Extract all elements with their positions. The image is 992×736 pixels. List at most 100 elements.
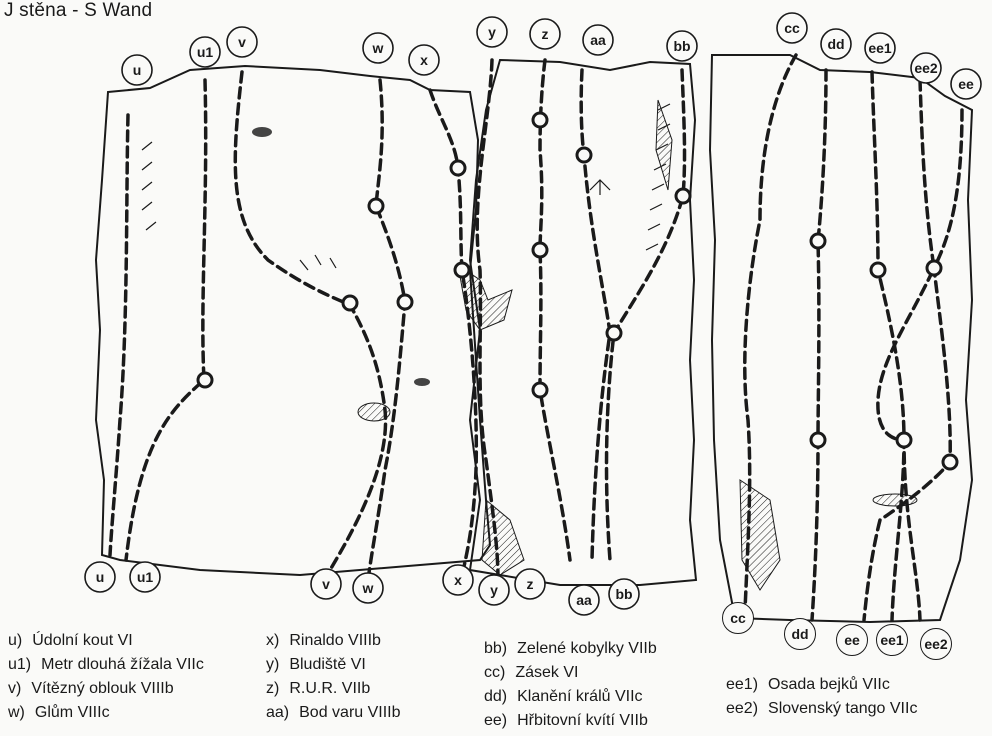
route-bubble-u: u: [122, 55, 152, 85]
legend-route-name: Zelené kobylky VIIb: [517, 640, 657, 658]
route-line-u: [110, 115, 128, 555]
svg-text:u1: u1: [197, 44, 214, 60]
svg-text:z: z: [527, 576, 534, 592]
route-bubble-cc: cc: [777, 13, 807, 43]
route-bubble-ee2: ee2: [911, 53, 941, 83]
anchor-ring: [533, 383, 547, 397]
route-line-ee2: [878, 80, 934, 620]
legend-route-name: Bod varu VIIIb: [299, 704, 400, 722]
legend-item-cc: cc)Zásek VI: [484, 664, 578, 682]
svg-text:y: y: [488, 24, 496, 40]
legend-route-name: Osada bejků VIIc: [768, 676, 890, 694]
legend-route-name: R.U.R. VIIb: [289, 680, 370, 698]
legend-code: cc): [484, 664, 505, 682]
svg-text:u: u: [96, 569, 105, 585]
route-bubble-ee1: ee1: [876, 624, 908, 656]
svg-text:ee1: ee1: [868, 40, 892, 56]
legend-item-y: y) Bludiště VI: [266, 656, 366, 674]
route-bubble-v: v: [227, 27, 257, 57]
legend-code: v): [8, 680, 21, 698]
anchor-ring: [811, 234, 825, 248]
route-bubble-u: u: [85, 562, 115, 592]
legend-code: u1): [8, 656, 31, 674]
anchor-ring: [927, 261, 941, 275]
route-bubble-aa: aa: [583, 25, 613, 55]
route-line-bb: [607, 70, 685, 560]
legend-code: u): [8, 632, 22, 650]
legend-route-name: Údolní kout VI: [32, 632, 133, 650]
legend-item-bb: bb) Zelené kobylky VIIb: [484, 640, 657, 658]
route-bubble-cc: cc: [722, 602, 754, 634]
legend-item-ee1: ee1)Osada bejků VIIc: [726, 676, 890, 694]
svg-text:x: x: [420, 52, 428, 68]
legend-item-ee2: ee2) Slovenský tango VIIc: [726, 700, 917, 718]
anchor-ring: [369, 199, 383, 213]
svg-text:dd: dd: [827, 36, 844, 52]
svg-text:w: w: [372, 40, 384, 56]
vegetation-marks: [142, 104, 670, 270]
svg-text:u1: u1: [137, 569, 154, 585]
legend-code: ee): [484, 712, 507, 730]
legend-item-z: z) R.U.R. VIIb: [266, 680, 370, 698]
anchor-ring: [897, 433, 911, 447]
svg-text:aa: aa: [590, 32, 606, 48]
legend-route-name: Rinaldo VIIIb: [289, 632, 381, 650]
anchor-rings: [198, 113, 957, 469]
anchor-ring: [871, 263, 885, 277]
legend-route-name: Glům VIIIc: [35, 704, 110, 722]
anchor-ring: [533, 243, 547, 257]
legend-item-u1: u1) Metr dlouhá žížala VIIc: [8, 656, 204, 674]
route-bubble-u1: u1: [130, 562, 160, 592]
svg-text:ee2: ee2: [914, 60, 938, 76]
legend-route-name: Klanění králů VIIc: [517, 688, 642, 706]
route-bubble-y: y: [477, 17, 507, 47]
legend-route-name: Bludiště VI: [289, 656, 365, 674]
legend-code: bb): [484, 640, 507, 658]
route-line-v: [235, 72, 385, 570]
svg-text:aa: aa: [576, 592, 592, 608]
legend-item-ee: ee)Hřbitovní kvítí VIIb: [484, 712, 648, 730]
anchor-ring: [198, 373, 212, 387]
anchor-ring: [607, 326, 621, 340]
anchor-ring: [811, 433, 825, 447]
anchor-ring: [455, 263, 469, 277]
svg-text:bb: bb: [615, 586, 632, 602]
route-line-dd: [812, 70, 826, 620]
svg-text:cc: cc: [784, 20, 800, 36]
legend-code: w): [8, 704, 25, 722]
legend-route-name: Vítězný oblouk VIIIb: [31, 680, 173, 698]
legend-route-name: Metr dlouhá žížala VIIc: [41, 656, 204, 674]
anchor-ring: [533, 113, 547, 127]
anchor-ring: [676, 189, 690, 203]
legend-code: ee2): [726, 700, 758, 718]
rock-block-left: [96, 66, 490, 575]
route-line-ee: [864, 110, 962, 620]
route-bubble-ee2: ee2: [920, 628, 952, 660]
legend-route-name: Slovenský tango VIIc: [768, 700, 917, 718]
legend-item-w: w) Glům VIIIc: [8, 704, 110, 722]
legend-item-u: u) Údolní kout VI: [8, 632, 133, 650]
anchor-ring: [451, 161, 465, 175]
route-bubble-x: x: [443, 565, 473, 595]
svg-text:v: v: [238, 34, 246, 50]
route-bubble-bb: bb: [667, 31, 697, 61]
svg-text:bb: bb: [673, 38, 690, 54]
route-bubble-dd: dd: [784, 618, 816, 650]
route-bubble-u1: u1: [190, 37, 220, 67]
anchor-ring: [577, 148, 591, 162]
route-line-w: [368, 80, 405, 580]
legend-item-x: x)Rinaldo VIIIb: [266, 632, 381, 650]
shaded-crack-4: [656, 100, 672, 190]
route-bubble-bb: bb: [609, 579, 639, 609]
legend-code: y): [266, 656, 279, 674]
hold-mark-3: [873, 494, 917, 506]
legend-code: aa): [266, 704, 289, 722]
legend-code: dd): [484, 688, 507, 706]
legend-code: z): [266, 680, 279, 698]
anchor-ring: [943, 455, 957, 469]
legend-item-v: v) Vítězný oblouk VIIIb: [8, 680, 174, 698]
legend-item-dd: dd) Klanění králů VIIc: [484, 688, 643, 706]
svg-text:y: y: [490, 582, 498, 598]
route-line-z: [540, 60, 570, 560]
